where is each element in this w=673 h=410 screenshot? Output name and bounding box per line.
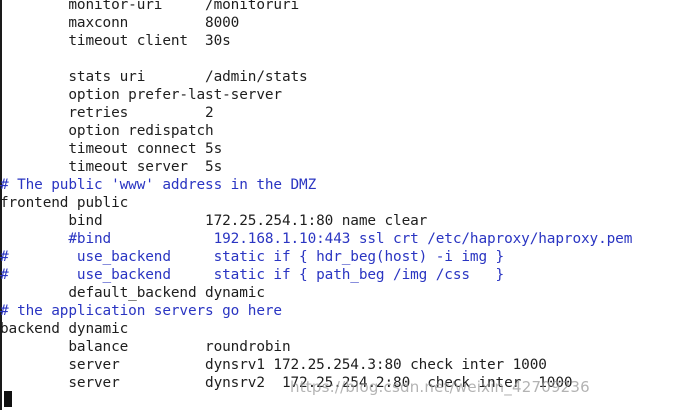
comment-line: # The public 'www' address in the DMZ — [0, 177, 317, 193]
text-line: option redispatch — [0, 123, 214, 139]
text-line: bind 172.25.254.1:80 name clear — [0, 213, 428, 229]
text-line: timeout server 5s — [0, 159, 223, 175]
text-line: frontend public — [0, 195, 129, 211]
text-line: retries 2 — [0, 105, 214, 121]
comment-line: # use_backend static if { hdr_beg(host) … — [0, 249, 505, 265]
comment-line: # use_backend static if { path_beg /img … — [0, 267, 505, 283]
text-line: server dynsrv1 172.25.254.3:80 check int… — [0, 357, 547, 373]
text-line — [0, 50, 632, 68]
text-line: backend dynamic — [0, 321, 129, 337]
text-line: default_backend dynamic — [0, 285, 265, 301]
text-line: stats uri /admin/stats — [0, 69, 308, 85]
text-line: monitor-uri /monitoruri — [0, 0, 300, 13]
comment-line: # the application servers go here — [0, 303, 282, 319]
text-cursor — [4, 391, 12, 407]
watermark-text: https://blog.csdn.net/weixin_42709236 — [290, 378, 590, 396]
text-line: maxconn 8000 — [0, 15, 240, 31]
text-line: option prefer-last-server — [0, 87, 282, 103]
text-line: balance roundrobin — [0, 339, 291, 355]
editor-text-area[interactable]: monitor-uri /monitoruri maxconn 8000 tim… — [0, 0, 632, 392]
text-line: timeout connect 5s — [0, 141, 223, 157]
comment-line: #bind 192.168.1.10:443 ssl crt /etc/hapr… — [0, 231, 633, 247]
text-line: server dynsrv2 172.25.254.2:80 check int… — [0, 375, 573, 391]
text-line: timeout client 30s — [0, 33, 231, 49]
window-left-border — [0, 0, 2, 410]
